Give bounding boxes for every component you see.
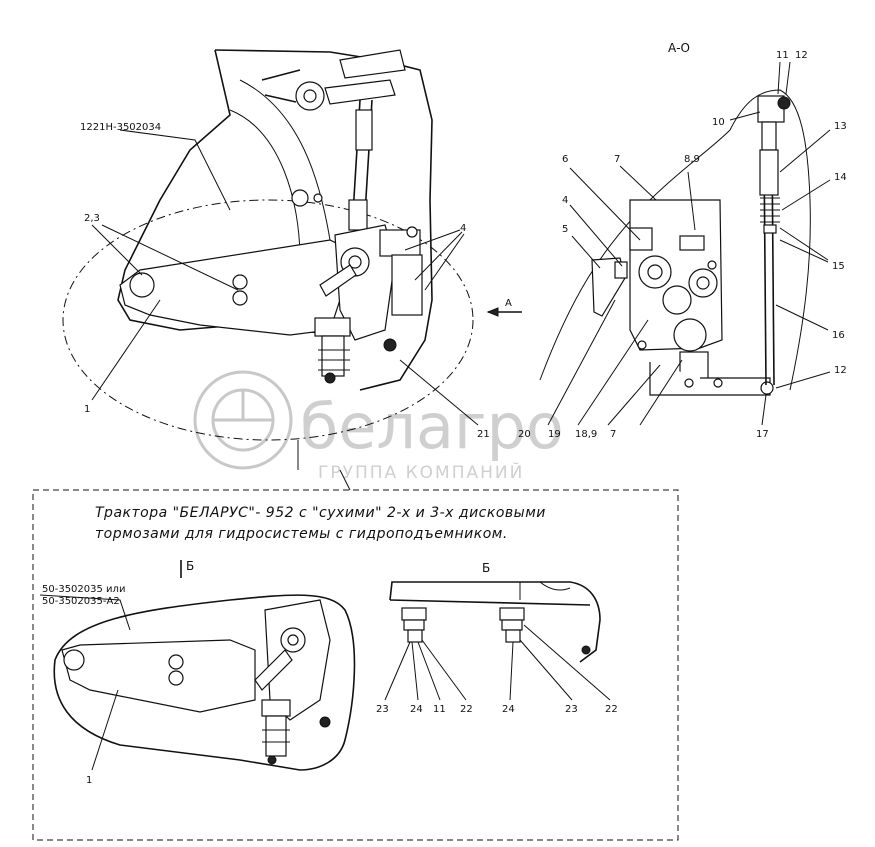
callout-1-bottom: 1 [86,775,92,786]
view-arrow-a: А [505,298,512,309]
callout-7-top: 7 [614,154,620,165]
callout-8-9: 8,9 [684,154,700,165]
callout-17: 17 [756,429,769,440]
callout-12-view-a-bottom: 12 [834,365,847,376]
callout-10: 10 [712,117,725,128]
callout-16: 16 [832,330,845,341]
callout-22-left: 22 [460,704,473,715]
callout-15: 15 [832,261,845,272]
caption-line-2: тормозами для гидросистемы с гидроподъем… [95,526,508,542]
part-code-alt-line-1: 50-3502035 или [42,584,125,595]
variant-frame [32,489,679,841]
callout-2-3: 2,3 [84,213,100,224]
callout-4-main: 4 [460,223,466,234]
callout-11-section-b: 11 [433,704,446,715]
callout-5: 5 [562,224,568,235]
callout-4-view-a: 4 [562,195,568,206]
callout-24-left: 24 [410,704,423,715]
bottom-left-assembly [39,560,356,771]
view-a-assembly [539,61,831,426]
callout-24-right: 24 [502,704,515,715]
callout-13: 13 [834,121,847,132]
callout-19: 19 [548,429,561,440]
watermark-logo: белагро ГРУППА КОМПАНИЙ [193,370,564,483]
caption-line-1: Трактора "БЕЛАРУС"- 952 с "сухими" 2-х и… [95,505,546,521]
part-code-main-bracket: 1221Н-3502034 [80,122,161,133]
part-code-alt-line-2: 50-3502035-А2 [42,596,120,607]
callout-22-right: 22 [605,704,618,715]
callout-11-view-a: 11 [776,50,789,61]
callout-1-main: 1 [84,404,90,415]
watermark-brand: белагро [300,390,564,463]
section-b-label-right: Б [482,561,490,575]
callout-21: 21 [477,429,490,440]
section-b-assembly [384,581,611,701]
main-assembly-view [62,49,522,491]
callout-23-right: 23 [565,704,578,715]
callout-20: 20 [518,429,531,440]
callout-6: 6 [562,154,568,165]
watermark-subtitle: ГРУППА КОМПАНИЙ [318,461,524,483]
view-a-title: А-О [668,41,690,55]
callout-12-view-a-top: 12 [795,50,808,61]
section-b-label-left: Б [186,559,194,573]
callout-18-9: 18,9 [575,429,597,440]
callout-7-bottom: 7 [610,429,616,440]
callout-14: 14 [834,172,847,183]
callout-23-left: 23 [376,704,389,715]
